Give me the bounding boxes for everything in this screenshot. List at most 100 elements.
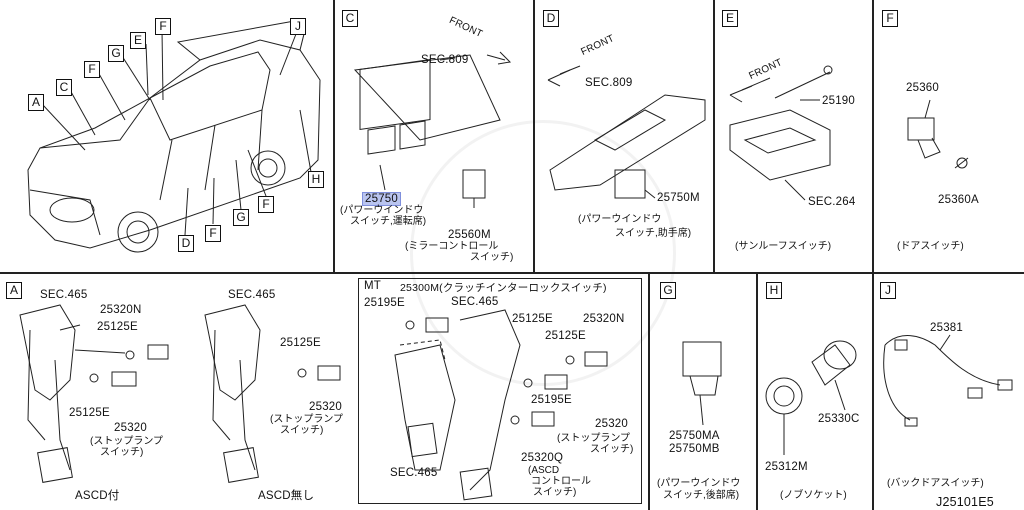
caption-stop-a-2: スイッチ) bbox=[100, 447, 144, 458]
divider-v3 bbox=[713, 0, 715, 272]
divider-top-bottom bbox=[0, 272, 1024, 274]
caption-25560m-2: スイッチ) bbox=[470, 252, 514, 263]
caption-ascd-3: スイッチ) bbox=[533, 487, 577, 498]
ascd-with-label: ASCD付 bbox=[75, 490, 120, 502]
part-b-sec465: SEC.465 bbox=[228, 289, 276, 301]
panel-label-h: H bbox=[766, 282, 782, 299]
callout-d: D bbox=[178, 235, 194, 252]
part-mt-25320n[interactable]: 25320N bbox=[583, 313, 625, 325]
part-a-sec465: SEC.465 bbox=[40, 289, 88, 301]
part-25750mb[interactable]: 25750MB bbox=[669, 443, 720, 455]
pedal-assembly-ascd-drawing bbox=[19, 304, 169, 483]
divider-v2 bbox=[533, 0, 535, 272]
rear-window-switch-drawing bbox=[682, 341, 722, 426]
caption-25750m-1: (パワーウインドウ bbox=[578, 214, 662, 225]
part-25360a[interactable]: 25360A bbox=[938, 194, 979, 206]
caption-25750-1: (パワーウインドウ bbox=[340, 205, 424, 216]
part-25330c[interactable]: 25330C bbox=[818, 413, 860, 425]
panel-label-g: G bbox=[660, 282, 676, 299]
caption-stop-a-1: (ストップランプ bbox=[90, 436, 164, 447]
callout-f: F bbox=[84, 61, 100, 78]
caption-back-door: (バックドアスイッチ) bbox=[887, 478, 984, 489]
watermark-seal bbox=[410, 120, 676, 386]
part-a-25320n[interactable]: 25320N bbox=[100, 304, 142, 316]
part-b-25320[interactable]: 25320 bbox=[309, 401, 342, 413]
diagram-code: J25101E5 bbox=[936, 495, 994, 509]
part-25312m[interactable]: 25312M bbox=[765, 461, 808, 473]
mt-pedal-assembly-drawing bbox=[394, 309, 608, 501]
part-mt-25195e-1[interactable]: 25195E bbox=[364, 297, 405, 309]
ascd-without-label: ASCD無し bbox=[258, 490, 315, 502]
callout-c: C bbox=[56, 79, 72, 96]
part-mt-25125e-1[interactable]: 25125E bbox=[512, 313, 553, 325]
callout-j: J bbox=[290, 18, 306, 35]
part-25360[interactable]: 25360 bbox=[906, 82, 939, 94]
part-mt-25125e-2[interactable]: 25125E bbox=[545, 330, 586, 342]
panel-label-e: E bbox=[722, 10, 738, 27]
callout-e: E bbox=[130, 32, 146, 49]
divider-v5 bbox=[648, 272, 650, 510]
part-25560m[interactable]: 25560M bbox=[448, 229, 491, 241]
part-mt-sec465-bot: SEC.465 bbox=[390, 467, 438, 479]
mt-subframe bbox=[358, 278, 642, 504]
panel-label-a: A bbox=[6, 282, 22, 299]
caption-ascd-2: コントロール bbox=[531, 476, 591, 487]
part-25750m[interactable]: 25750M bbox=[657, 192, 700, 204]
divider-v1 bbox=[333, 0, 335, 272]
part-a-25125e-1[interactable]: 25125E bbox=[97, 321, 138, 333]
divider-v4 bbox=[872, 0, 874, 272]
caption-stop-mt-2: スイッチ) bbox=[590, 444, 634, 455]
part-a-25320[interactable]: 25320 bbox=[114, 422, 147, 434]
part-b-25125e[interactable]: 25125E bbox=[280, 337, 321, 349]
callout-h: H bbox=[308, 171, 324, 188]
part-sec809-d: SEC.809 bbox=[585, 77, 633, 89]
part-25381[interactable]: 25381 bbox=[930, 322, 963, 334]
pedal-assembly-no-ascd-drawing bbox=[204, 304, 341, 483]
driver-window-switch-drawing bbox=[353, 51, 512, 208]
caption-25750m-2: スイッチ,助手席) bbox=[615, 228, 692, 239]
panel-label-d: D bbox=[543, 10, 559, 27]
callout-f2: F bbox=[155, 18, 171, 35]
part-mt-25320[interactable]: 25320 bbox=[595, 418, 628, 430]
caption-ascd-1: (ASCD bbox=[528, 465, 560, 476]
caption-stop-b-1: (ストップランプ bbox=[270, 414, 344, 425]
passenger-window-switch-drawing bbox=[547, 65, 706, 199]
part-25750[interactable]: 25750 bbox=[362, 192, 401, 206]
knob-socket-drawing bbox=[765, 340, 857, 455]
part-a-25125e-2[interactable]: 25125E bbox=[69, 407, 110, 419]
divider-v7 bbox=[872, 272, 874, 510]
callout-g: G bbox=[108, 45, 124, 62]
part-25190[interactable]: 25190 bbox=[822, 95, 855, 107]
callout-f3: F bbox=[205, 225, 221, 242]
door-switch-drawing bbox=[907, 99, 969, 169]
part-mt-25300m[interactable]: 25300M(クラッチインターロックスイッチ) bbox=[400, 282, 607, 294]
part-sec809-c: SEC.809 bbox=[421, 54, 469, 66]
divider-v6 bbox=[756, 272, 758, 510]
panel-label-j: J bbox=[880, 282, 896, 299]
callout-g2: G bbox=[233, 209, 249, 226]
part-mt-25195e-2[interactable]: 25195E bbox=[531, 394, 572, 406]
back-door-switch-harness-drawing bbox=[883, 334, 1013, 427]
caption-knob-socket: (ノブソケット) bbox=[780, 490, 847, 501]
callout-f4: F bbox=[258, 196, 274, 213]
part-mt-sec465-top: SEC.465 bbox=[451, 296, 499, 308]
part-sec264: SEC.264 bbox=[808, 196, 856, 208]
caption-rear-window-1: (パワーウインドウ bbox=[657, 478, 741, 489]
callout-a: A bbox=[28, 94, 44, 111]
caption-25560m-1: (ミラーコントロール bbox=[405, 241, 499, 252]
panel-label-mt: MT bbox=[364, 280, 382, 292]
caption-stop-b-2: スイッチ) bbox=[280, 425, 324, 436]
panel-label-c: C bbox=[342, 10, 358, 27]
caption-door-switch: (ドアスイッチ) bbox=[897, 241, 964, 252]
part-25750ma[interactable]: 25750MA bbox=[669, 430, 720, 442]
caption-stop-mt-1: (ストップランプ bbox=[557, 433, 631, 444]
vehicle-drawing bbox=[27, 19, 321, 253]
caption-25750-2: スイッチ,運転席) bbox=[350, 216, 427, 227]
caption-sunroof: (サンルーフスイッチ) bbox=[735, 241, 832, 252]
panel-label-f: F bbox=[882, 10, 898, 27]
part-mt-25320q[interactable]: 25320Q bbox=[521, 452, 564, 464]
sunroof-switch-drawing bbox=[729, 65, 833, 201]
caption-rear-window-2: スイッチ,後部席) bbox=[663, 490, 740, 501]
